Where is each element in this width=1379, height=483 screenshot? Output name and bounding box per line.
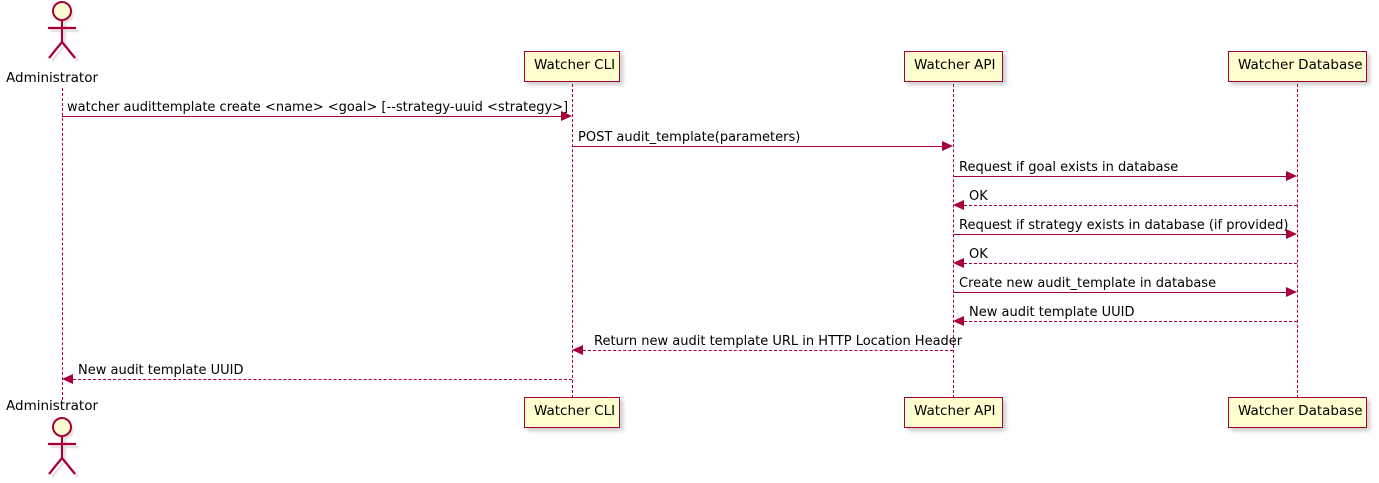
message-label-8: New audit template UUID — [969, 305, 1135, 320]
message-label-4: OK — [969, 189, 988, 204]
lifeline-watcher-api — [953, 84, 954, 398]
message-line-4 — [964, 205, 1297, 206]
message-line-5 — [953, 234, 1286, 235]
message-arrowhead-1 — [561, 111, 572, 121]
message-label-3: Request if goal exists in database — [959, 160, 1179, 175]
message-arrowhead-5 — [1286, 229, 1297, 239]
message-arrowhead-10 — [62, 374, 73, 384]
message-arrowhead-7 — [1286, 287, 1297, 297]
message-label-9: Return new audit template URL in HTTP Lo… — [594, 334, 963, 349]
message-arrowhead-8 — [953, 316, 964, 326]
actor-label-administrator-top: Administrator — [6, 70, 99, 86]
participant-box-watcher-cli-top[interactable]: Watcher CLI — [524, 51, 620, 82]
message-line-2 — [572, 146, 942, 147]
message-arrowhead-4 — [953, 200, 964, 210]
message-label-2: POST audit_template(parameters) — [578, 130, 801, 145]
message-arrowhead-9 — [572, 345, 583, 355]
message-line-3 — [953, 176, 1286, 177]
message-line-8 — [964, 321, 1297, 322]
message-line-7 — [953, 292, 1286, 293]
actor-label-administrator-bottom: Administrator — [6, 398, 99, 414]
message-line-6 — [964, 263, 1297, 264]
actor-administrator-top — [34, 0, 92, 68]
participant-box-watcher-database-bottom[interactable]: Watcher Database — [1228, 397, 1367, 428]
participant-box-watcher-database-top[interactable]: Watcher Database — [1228, 51, 1367, 82]
message-label-5: Request if strategy exists in database (… — [959, 218, 1289, 233]
actor-administrator-bottom — [34, 416, 92, 483]
lifeline-watcher-database — [1297, 84, 1298, 398]
participant-box-watcher-api-top[interactable]: Watcher API — [904, 51, 1003, 82]
message-label-7: Create new audit_template in database — [959, 276, 1217, 291]
participant-box-watcher-cli-bottom[interactable]: Watcher CLI — [524, 397, 620, 428]
message-line-1 — [62, 116, 561, 117]
message-line-10 — [73, 379, 572, 380]
message-label-1: watcher audittemplate create <name> <goa… — [67, 100, 569, 115]
message-label-6: OK — [969, 247, 988, 262]
lifeline-administrator — [62, 88, 63, 400]
message-label-10: New audit template UUID — [78, 363, 244, 378]
lifeline-watcher-cli — [572, 84, 573, 398]
message-line-9 — [583, 350, 953, 351]
message-arrowhead-2 — [942, 141, 953, 151]
participant-box-watcher-api-bottom[interactable]: Watcher API — [904, 397, 1003, 428]
message-arrowhead-6 — [953, 258, 964, 268]
message-arrowhead-3 — [1286, 171, 1297, 181]
